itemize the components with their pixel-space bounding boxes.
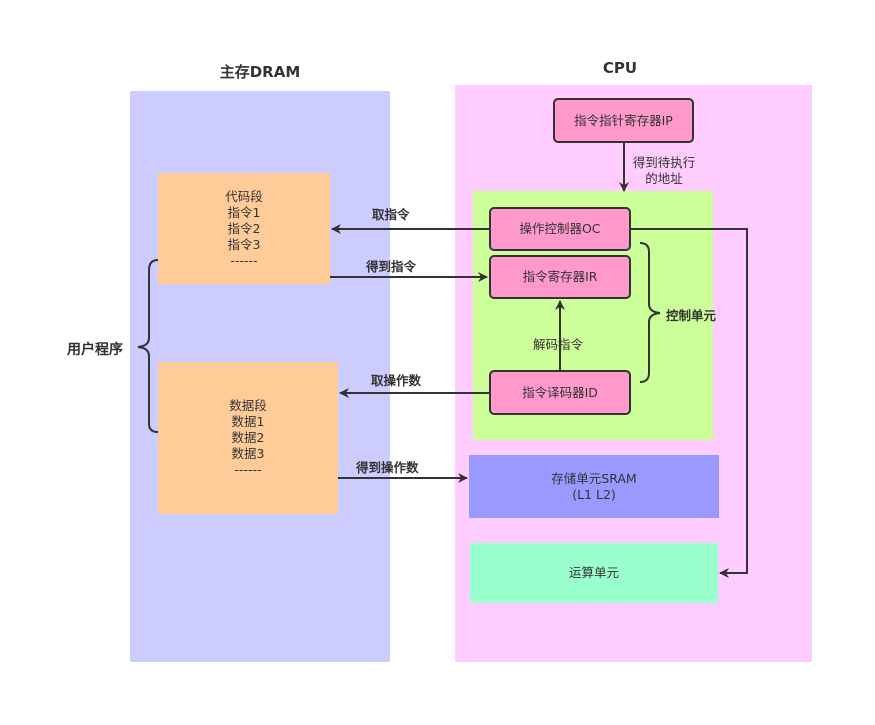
code-segment-title: 代码段 [225, 188, 263, 204]
data-segment[interactable]: 数据段 数据1 数据2 数据3 ------ [158, 362, 338, 514]
code-segment-line: 指令1 [227, 204, 261, 220]
code-segment-line: 指令3 [227, 236, 261, 252]
got-instruction-label: 得到指令 [366, 259, 417, 274]
data-segment-line: 数据3 [231, 446, 265, 461]
code-segment[interactable]: 代码段 指令1 指令2 指令3 ------ [158, 173, 330, 284]
sram-storage-unit[interactable]: 存储单元SRAM (L1 L2) [469, 455, 719, 518]
sram-label: 存储单元SRAM [551, 470, 637, 486]
dram-title: 主存DRAM [219, 63, 301, 81]
decode-instruction-label: 解码指令 [533, 334, 584, 353]
code-segment-ellipsis: ------ [230, 252, 258, 268]
ip-arrow-label-line: 的地址 [645, 171, 683, 186]
oc-label: 操作控制器OC [519, 221, 601, 236]
instruction-decoder-id[interactable]: 指令译码器ID [489, 370, 631, 415]
fetch-operand-label: 取操作数 [371, 373, 422, 388]
ir-label: 指令寄存器IR [522, 269, 598, 284]
ip-arrow-label: 得到待执行 的地址 [626, 155, 702, 187]
cpu-title: CPU [602, 59, 638, 77]
ip-register[interactable]: 指令指针寄存器IP [553, 98, 694, 143]
data-segment-line: 数据2 [231, 430, 265, 445]
sram-levels-label: (L1 L2) [572, 486, 616, 502]
alu-label: 运算单元 [568, 565, 619, 580]
code-segment-line: 指令2 [227, 220, 261, 236]
user-program-label: 用户程序 [67, 342, 123, 358]
id-label: 指令译码器ID [522, 384, 598, 400]
operation-controller-oc[interactable]: 操作控制器OC [489, 207, 631, 251]
ip-register-label: 指令指针寄存器IP [574, 112, 673, 128]
data-segment-line: 数据1 [231, 414, 265, 429]
control-unit-label: 控制单元 [666, 308, 717, 323]
arithmetic-unit[interactable]: 运算单元 [470, 543, 718, 603]
data-segment-ellipsis: ------ [234, 462, 262, 477]
got-operand-label: 得到操作数 [356, 460, 419, 475]
fetch-instruction-label: 取指令 [372, 207, 410, 222]
instruction-register-ir[interactable]: 指令寄存器IR [489, 255, 631, 299]
ip-arrow-label-line: 得到待执行 [632, 155, 696, 170]
data-segment-title: 数据段 [229, 398, 267, 413]
